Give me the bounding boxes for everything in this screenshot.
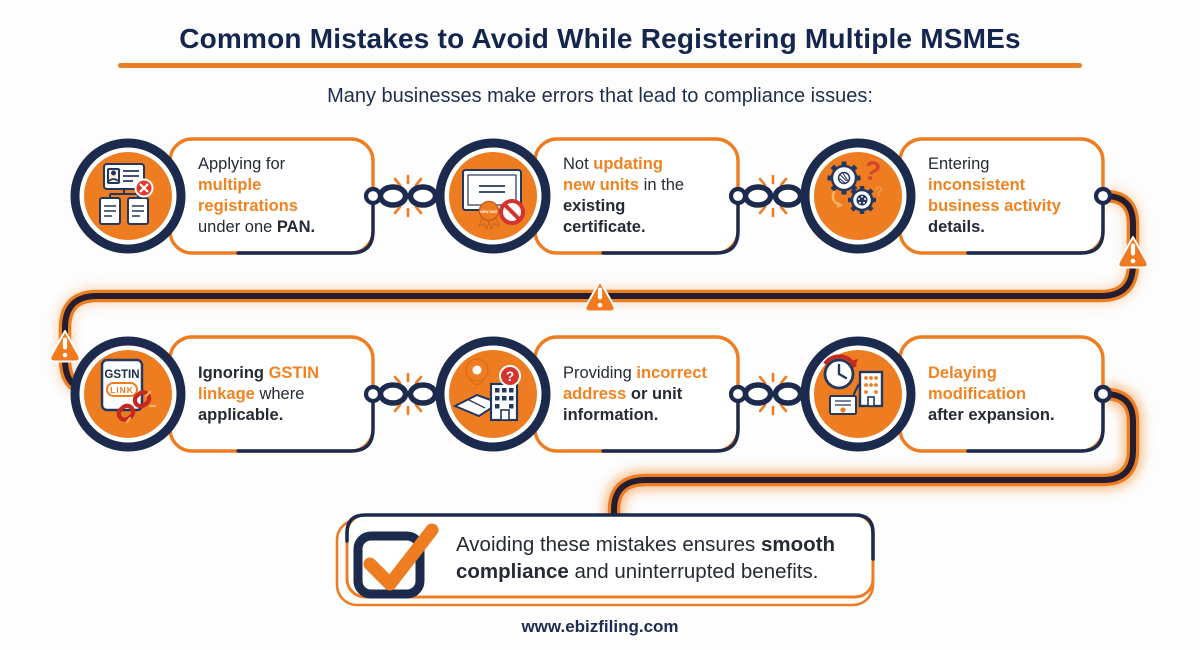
card-text: Entering inconsistent business activity …: [928, 155, 1061, 236]
broken-chain-icon-1: [379, 174, 437, 218]
mistake-card-6: Delaying modification after expansion.: [898, 335, 1113, 453]
badge-gears: ? ?: [798, 136, 918, 256]
link-node: [1093, 384, 1113, 404]
page-subtitle: Many businesses make errors that lead to…: [327, 85, 873, 107]
mistake-card-1: Applying for multiple registrations unde…: [168, 137, 383, 255]
card-border: [898, 335, 1113, 453]
broken-chain-icon-3: [379, 372, 437, 416]
card-text: Not updating new units in the existing c…: [563, 155, 685, 236]
new-unit-label: NEW UNIT: [480, 210, 499, 214]
incorrect-address-icon: ?: [435, 336, 551, 452]
title-underline: [118, 63, 1082, 68]
mistake-card-3: Entering inconsistent business activity …: [898, 137, 1113, 255]
badge-delay: [798, 334, 918, 454]
broken-chain-icon-4: [744, 372, 802, 416]
page-title: Common Mistakes to Avoid While Registeri…: [179, 23, 1021, 54]
broken-chain-icon-2: [744, 174, 802, 218]
card-text: Applying for multiple registrations unde…: [198, 155, 316, 236]
badge-address: ?: [433, 334, 553, 454]
gstin-linkage-icon: GSTIN LINK: [70, 336, 186, 452]
inconsistent-business-activity-icon: ? ?: [800, 138, 916, 254]
question-mark-glyph: ?: [861, 155, 883, 188]
certificate-not-updated-icon: NEW UNIT: [435, 138, 551, 254]
link-node: [728, 384, 748, 404]
badge-gstin-link: GSTIN LINK: [68, 334, 188, 454]
conclusion-box: [335, 513, 875, 607]
card-text: Ignoring GSTIN linkage where applicable.: [198, 363, 319, 424]
link-node: [728, 186, 748, 206]
mistake-card-5: Providing incorrect address or unit info…: [533, 335, 748, 453]
warning-icon-right: [1117, 236, 1149, 269]
link-label: LINK: [110, 385, 134, 395]
footer: www.ebizfiling.com: [0, 617, 1200, 637]
badge-certificate: NEW UNIT: [433, 136, 553, 256]
link-node: [363, 384, 383, 404]
warning-icon-middle: [584, 280, 616, 313]
question-mark-glyph: ?: [506, 369, 514, 384]
delayed-modification-icon: [800, 336, 916, 452]
checkbox-icon: [353, 523, 439, 599]
footer-link[interactable]: www.ebizfiling.com: [521, 617, 679, 636]
link-node: [363, 186, 383, 206]
gstin-label: GSTIN: [104, 369, 139, 381]
mistake-card-4: Ignoring GSTIN linkage where applicable.: [168, 335, 383, 453]
badge-multiple-registrations: [68, 136, 188, 256]
card-border: [168, 137, 383, 255]
card-text: Delaying modification after expansion.: [928, 363, 1055, 424]
question-mark-glyph-small: ?: [875, 183, 884, 199]
multiple-registrations-icon: [70, 138, 186, 254]
conclusion-text: Avoiding these mistakes ensures smooth c…: [456, 533, 836, 583]
mistake-card-2: Not updating new units in the existing c…: [533, 137, 748, 255]
link-node: [1093, 186, 1113, 206]
card-text: Providing incorrect address or unit info…: [563, 363, 707, 424]
